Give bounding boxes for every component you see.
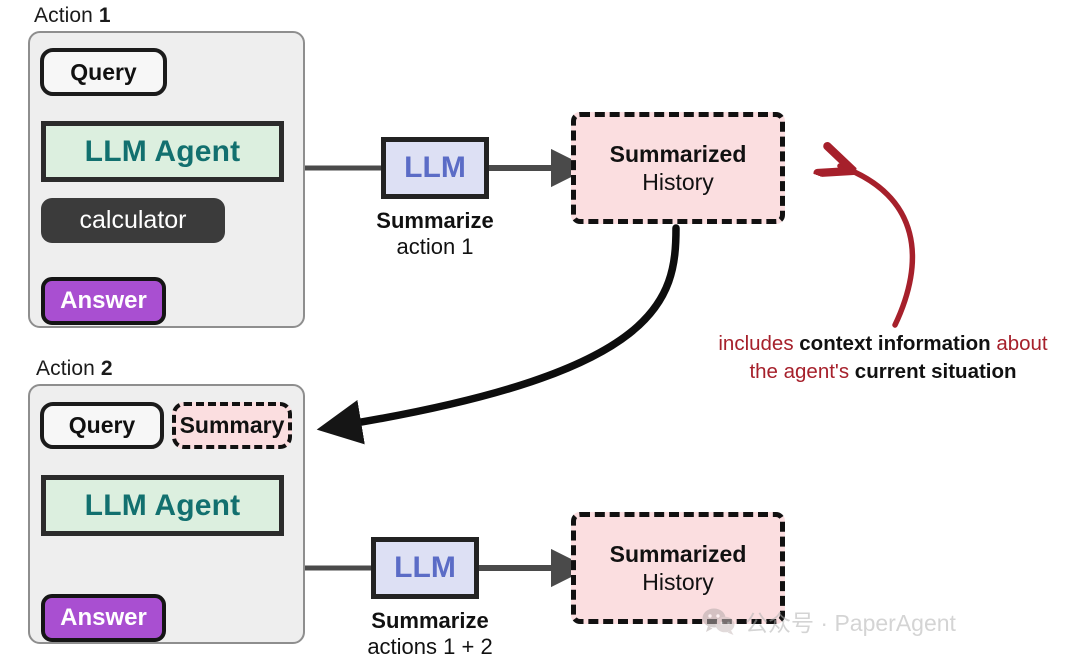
action1-agent-label: LLM Agent [84,134,241,168]
action1-label-number: 1 [98,4,111,27]
action1-caption-rest: action 1 [396,234,474,260]
action1-label: Action 1 [34,4,111,28]
action2-query-label: Query [68,412,136,438]
action1-summarized-history-box[interactable]: Summarized History [571,112,785,224]
action2-llm-label: LLM [394,551,456,584]
annotation-l1-bold: context information [799,332,991,355]
action2-caption-bold: Summarize [371,608,489,633]
action2-answer-label: Answer [60,604,147,631]
action2-agent-label: LLM Agent [84,488,241,522]
annotation-line-1: includes context information about [700,330,1066,358]
action2-llm-box[interactable]: LLM [371,537,479,599]
action2-history-line2: History [642,569,714,595]
action1-tool-label: calculator [79,206,187,234]
action1-llm-label: LLM [404,151,466,184]
action2-answer-box[interactable]: Answer [41,594,166,642]
action2-history-line1: Summarized [609,540,747,567]
annotation-l2-part1: the agent's [749,359,855,383]
wechat-icon [702,608,735,635]
watermark-text: 公众号 · PaperAgent [745,610,956,636]
action2-agent-box[interactable]: LLM Agent [41,475,284,536]
action1-history-line1: Summarized [609,140,747,167]
annotation-line-2: the agent's current situation [700,358,1066,386]
action1-query-box[interactable]: Query [40,48,167,96]
action2-query-box[interactable]: Query [40,402,164,449]
action1-agent-box[interactable]: LLM Agent [41,121,284,182]
annotation-l1-part2: about [990,332,1048,355]
action2-label-number: 2 [100,357,113,380]
action2-summarized-history-box[interactable]: Summarized History [571,512,785,624]
action1-answer-box[interactable]: Answer [41,277,166,325]
watermark: 公众号 · PaperAgent [702,604,956,638]
action1-llm-box[interactable]: LLM [381,137,489,199]
annotation-arrow [840,166,916,328]
action1-query-label: Query [70,58,137,85]
action1-label-prefix: Action [34,4,99,27]
action2-summary-box[interactable]: Summary [172,402,292,449]
action1-tool-box[interactable]: calculator [41,198,225,243]
action2-summary-label: Summary [179,412,285,438]
annotation-l1-part1: includes [718,332,800,355]
action1-history-line2: History [642,169,714,195]
action2-caption-rest: actions 1 + 2 [367,634,493,660]
action1-caption-bold: Summarize [376,208,494,233]
action1-llm-caption: Summarize action 1 [355,208,515,261]
action2-llm-caption: Summarize actions 1 + 2 [345,608,515,661]
action1-answer-label: Answer [60,287,147,314]
annotation-text: includes context information about the a… [700,330,1066,385]
action2-label-prefix: Action [36,357,101,380]
annotation-l2-bold: current situation [854,359,1017,383]
action2-label: Action 2 [36,357,113,381]
